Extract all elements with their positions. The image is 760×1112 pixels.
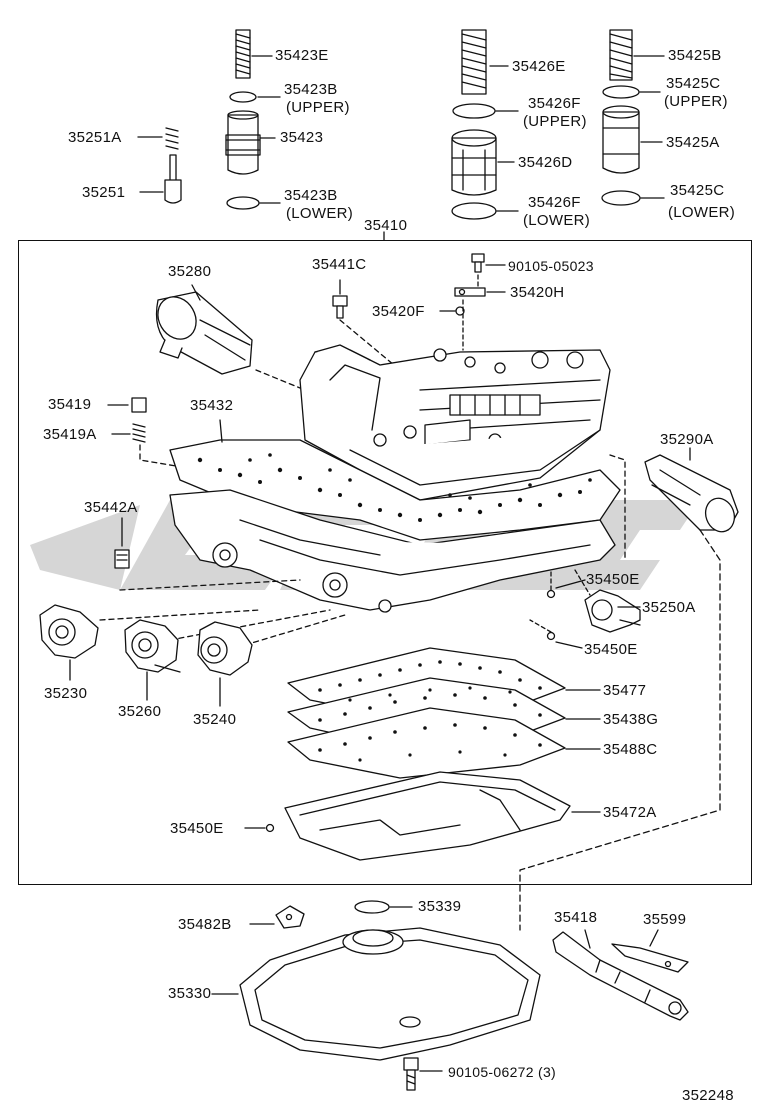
label-35438g: 35438G xyxy=(603,711,659,728)
label-35426f-upper: 35426F xyxy=(528,95,581,112)
label-35599: 35599 xyxy=(643,911,687,928)
label-35426d: 35426D xyxy=(518,154,573,171)
label-35426e: 35426E xyxy=(512,58,566,75)
label-35450e-c: 35450E xyxy=(170,820,224,837)
spring-35426e xyxy=(461,29,487,95)
label-35280: 35280 xyxy=(168,263,212,280)
spring-35423e xyxy=(235,29,251,79)
label-35290a: 35290A xyxy=(660,431,714,448)
solenoid-35250a xyxy=(584,589,641,633)
label-35442a: 35442A xyxy=(84,499,138,516)
label-35418: 35418 xyxy=(554,909,598,926)
solenoid-35280 xyxy=(155,291,253,375)
pin-35420h xyxy=(454,287,486,297)
label-35425b: 35425B xyxy=(668,47,722,64)
oring-35423b-upper xyxy=(229,91,257,103)
label-35425c-lower: 35425C xyxy=(670,182,725,199)
solenoid-35240 xyxy=(197,621,253,676)
ball-35450e-c xyxy=(265,823,275,833)
label-35426f-upper-note: (UPPER) xyxy=(523,113,587,130)
label-35472a: 35472A xyxy=(603,804,657,821)
label-35250a: 35250A xyxy=(642,599,696,616)
solenoid-35290a xyxy=(644,454,739,533)
label-90105-06272: 90105-06272 (3) xyxy=(448,1064,557,1080)
label-35423e: 35423E xyxy=(275,47,329,64)
spring-35425b xyxy=(609,29,633,81)
label-35441c: 35441C xyxy=(312,256,367,273)
piston-35425a xyxy=(602,105,640,174)
valve-body-assembly-frame xyxy=(18,240,752,885)
label-35330: 35330 xyxy=(168,985,212,1002)
piston-35426d xyxy=(451,129,497,196)
plate-holes xyxy=(318,660,542,762)
label-35423b-upper-note: (UPPER) xyxy=(286,99,350,116)
figure-number: 352248 xyxy=(682,1087,734,1104)
oring-35426f-lower xyxy=(451,202,497,220)
label-35426f-lower-note: (LOWER) xyxy=(523,212,591,229)
label-35425c-upper: 35425C xyxy=(666,75,721,92)
gasket-35339 xyxy=(354,900,390,914)
label-35240: 35240 xyxy=(193,711,237,728)
label-35251: 35251 xyxy=(82,184,126,201)
solenoid-35230 xyxy=(39,604,99,659)
tube-35418 xyxy=(552,931,689,1021)
spring-35419a xyxy=(132,423,146,443)
label-35419a: 35419A xyxy=(43,426,97,443)
label-35477: 35477 xyxy=(603,682,647,699)
lower-valve-body xyxy=(169,489,616,613)
label-35482b: 35482B xyxy=(178,916,232,933)
solenoid-35260 xyxy=(124,619,181,673)
bolt-35441c xyxy=(332,295,348,319)
label-35410: 35410 xyxy=(364,217,408,234)
clip-35599 xyxy=(611,943,689,973)
label-35339: 35339 xyxy=(418,898,462,915)
plate-35488c xyxy=(287,707,566,779)
strainer-35472a xyxy=(284,771,571,861)
label-35423b-upper: 35423B xyxy=(284,81,338,98)
label-35419: 35419 xyxy=(48,396,92,413)
label-35432: 35432 xyxy=(190,397,234,414)
plug-35419 xyxy=(131,397,147,413)
clip-35482b xyxy=(275,905,305,929)
label-35450e-a: 35450E xyxy=(586,571,640,588)
label-35423b-lower-note: (LOWER) xyxy=(286,205,354,222)
label-35260: 35260 xyxy=(118,703,162,720)
plug-35442a xyxy=(114,549,130,569)
label-35420h: 35420H xyxy=(510,284,565,301)
label-35420f: 35420F xyxy=(372,303,425,320)
label-35450e-b: 35450E xyxy=(584,641,638,658)
label-35230: 35230 xyxy=(44,685,88,702)
label-35423b-lower: 35423B xyxy=(284,187,338,204)
watermark-swoosh xyxy=(30,505,140,590)
label-35425c-upper-note: (UPPER) xyxy=(664,93,728,110)
upper-valve-body xyxy=(299,344,611,501)
ball-35420f xyxy=(455,306,465,316)
oil-pan-35330 xyxy=(239,927,541,1061)
label-35251a: 35251A xyxy=(68,129,122,146)
label-35426f-lower: 35426F xyxy=(528,194,581,211)
label-35425a: 35425A xyxy=(666,134,720,151)
oring-35425c-lower xyxy=(601,190,641,206)
watermark-letter-4 xyxy=(570,500,700,590)
bolt-90105-05023 xyxy=(471,253,485,273)
label-35423: 35423 xyxy=(280,129,324,146)
oring-35423b-lower xyxy=(226,196,260,210)
valve-35251 xyxy=(164,154,182,204)
label-35488c: 35488C xyxy=(603,741,658,758)
valve-35423 xyxy=(225,110,261,175)
label-90105-05023: 90105-05023 xyxy=(508,258,594,274)
oring-35426f-upper xyxy=(452,103,496,119)
gasket-35432-holes xyxy=(197,453,592,522)
oring-35425c-upper xyxy=(602,85,640,99)
label-35425c-lower-note: (LOWER) xyxy=(668,204,736,221)
bolt-90105-06272 xyxy=(403,1057,419,1091)
spring-35251a xyxy=(165,127,179,150)
